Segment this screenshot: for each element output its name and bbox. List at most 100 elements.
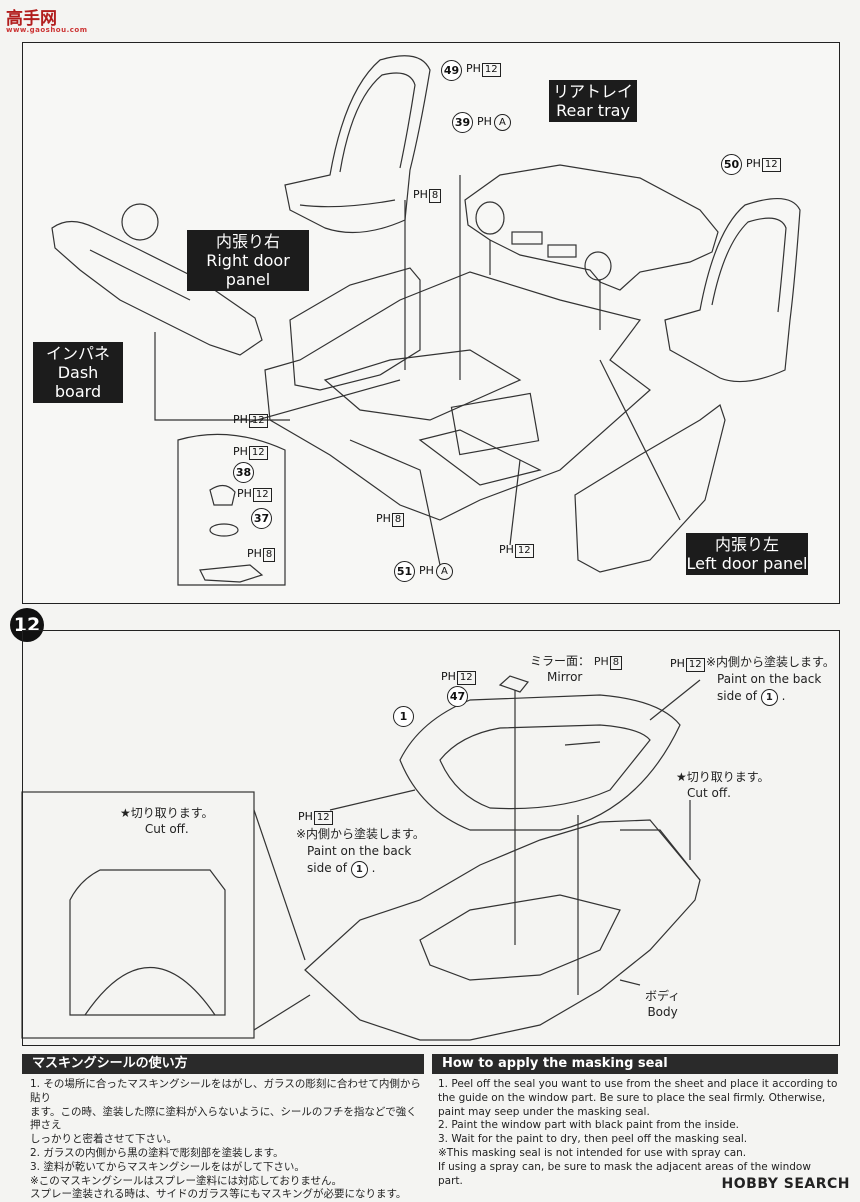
cutoff2-en: Cut off.	[687, 786, 731, 800]
en-line: 1. Peel off the seal you want to use fro…	[438, 1078, 838, 1090]
masking-steps-ja: 1. その場所に合ったマスキングシールをはがし、ガラスの彫刻に合わせて内側から貼…	[30, 1078, 422, 1202]
paint-code: 12	[252, 488, 272, 502]
cutoff-ja: ★切り取ります。	[120, 806, 214, 820]
mirror-note-en: Mirror	[547, 670, 583, 684]
paint-code: 12	[761, 158, 781, 172]
en-line: the guide on the window part. Be sure to…	[438, 1091, 826, 1104]
ph-label: PH	[746, 157, 761, 170]
part-38: 38	[233, 462, 254, 483]
body-en: Body	[647, 1005, 678, 1019]
body-label: ボディ Body	[645, 988, 680, 1020]
paint-code: 12	[248, 446, 268, 460]
right-door-ja: 内張り右	[215, 232, 280, 251]
left-door-ja: 内張り左	[714, 535, 779, 554]
paint-code: A	[493, 114, 511, 131]
ph-label: PH	[298, 810, 313, 823]
ja-line: しっかりと密着させて下さい。	[30, 1133, 177, 1146]
ph-label: PH	[466, 62, 481, 75]
left-note-en2-row: side of 1 .	[296, 860, 425, 878]
mirror-ja: ミラー面：	[530, 654, 591, 668]
left-paint-note: ※内側から塗装します。 Paint on the back side of 1 …	[296, 826, 425, 878]
paint-back-ja: ※内側から塗装します。	[706, 655, 835, 669]
ph-label: PH	[499, 543, 514, 556]
left-note-en2: side of	[307, 861, 347, 875]
paint-code: 12	[481, 63, 501, 77]
cutoff-note-body: ★切り取ります。 Cut off.	[676, 769, 770, 801]
part-51: 51	[394, 561, 415, 582]
paint-code: 12	[514, 544, 534, 558]
masking-title-ja: マスキングシールの使い方	[22, 1054, 424, 1074]
rear-tray-en: Rear tray	[556, 101, 630, 120]
en-line: 2. Paint the window part with black pain…	[438, 1119, 740, 1132]
top-diagram-frame	[22, 42, 840, 604]
rear-tray-ja: リアトレイ	[552, 82, 633, 101]
body-ja: ボディ	[645, 989, 681, 1003]
cutoff2-ja: ★切り取ります。	[676, 770, 770, 784]
paint-code: A	[435, 563, 453, 580]
logo-text: 高手网	[6, 9, 57, 29]
left-note-ja: ※内側から塗装します。	[296, 827, 425, 841]
logo-subtext: www.gaoshou.com	[6, 26, 88, 34]
paint-back-note: ※内側から塗装します。 Paint on the back side of 1 …	[706, 654, 835, 706]
paint-code: 8	[391, 513, 405, 527]
ja-line: 1. その場所に合ったマスキングシールをはがし、ガラスの彫刻に合わせて内側から貼…	[30, 1078, 421, 1104]
step-number-badge: 12	[10, 608, 44, 642]
cutoff-note-inset: ★切り取ります。 Cut off.	[120, 805, 214, 837]
left-door-en: Left door panel	[686, 554, 808, 573]
ph-label: PH	[593, 655, 609, 668]
part-47: 47	[447, 686, 468, 707]
ph-label: PH	[441, 670, 456, 683]
ph-label: PH	[413, 188, 428, 201]
paint-code: 12	[248, 414, 268, 428]
ph-label: PH	[237, 487, 252, 500]
paint-back-en2: side of	[717, 689, 757, 703]
ph-label: PH	[233, 413, 248, 426]
hobby-search-logo: HOBBY SEARCH	[721, 1176, 850, 1192]
masking-steps-en: 1. Peel off the seal you want to use fro…	[438, 1078, 838, 1188]
ph-label: PH	[670, 657, 685, 670]
paint-back-en2-row: side of 1 .	[706, 688, 835, 706]
rear-tray-label: リアトレイ Rear tray	[549, 80, 637, 122]
bottom-diagram-frame	[22, 630, 840, 1046]
part-50: 50	[721, 154, 742, 175]
paint-back-en1: Paint on the back	[717, 672, 822, 686]
paint-code: 12	[456, 671, 476, 685]
dash-ja: インパネ	[45, 344, 110, 363]
ph-label: PH	[419, 564, 434, 577]
masking-title-en: How to apply the masking seal	[432, 1054, 838, 1074]
ja-line: ※このマスキングシールはスプレー塗料には対応しておりません。	[30, 1174, 343, 1187]
en-line: 3. Wait for the paint to dry, then peel …	[438, 1133, 748, 1146]
right-door-en: Right door panel	[206, 251, 290, 289]
right-door-label: 内張り右 Right door panel	[187, 230, 309, 291]
cutoff-en: Cut off.	[144, 822, 189, 836]
left-door-label: 内張り左 Left door panel	[686, 533, 808, 575]
ja-line: スプレー塗装される時は、サイドのガラス等にもマスキングが必要になります。	[30, 1188, 407, 1201]
en-line: If using a spray can, be sure to mask th…	[438, 1160, 811, 1187]
left-note-en1: Paint on the back	[307, 844, 412, 858]
part-49: 49	[441, 60, 462, 81]
ja-line: 2. ガラスの内側から黒の塗料で彫刻部を塗装します。	[30, 1146, 284, 1159]
ja-line: ます。この時、塗装した際に塗料が入らないように、シールのフチを指などで強く押さえ	[30, 1105, 417, 1132]
en-line: ※This masking seal is not intended for u…	[438, 1146, 747, 1159]
ph-label: PH	[376, 512, 391, 525]
paint-code: 12	[685, 658, 705, 672]
site-logo: 高手网 www.gaoshou.com	[6, 4, 88, 34]
part-ref-1: 1	[350, 861, 368, 878]
en-line: paint may seep under the masking seal.	[438, 1105, 650, 1118]
